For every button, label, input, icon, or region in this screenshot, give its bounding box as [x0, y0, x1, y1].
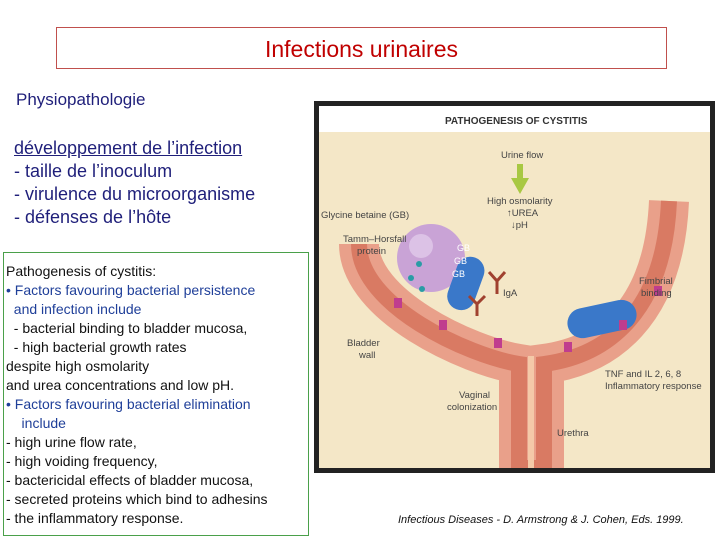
- cystitis-figure: PATHOGENESIS OF CYSTITIS GB GB GB: [319, 106, 710, 488]
- figure-title-bar: [319, 106, 710, 132]
- development-item: - virulence du microorganisme: [14, 184, 256, 204]
- pathogenesis-line: • Factors favouring bacterial eliminatio…: [6, 396, 251, 412]
- svg-text:↓pH: ↓pH: [511, 220, 528, 231]
- pathogenesis-line: Pathogenesis of cystitis:: [6, 263, 157, 279]
- cystitis-diagram: PATHOGENESIS OF CYSTITIS GB GB GB: [319, 106, 710, 488]
- pathogenesis-line: despite high osmolarity: [6, 358, 150, 374]
- section-heading: Physiopathologie: [16, 90, 146, 109]
- svg-text:Fimbrial: Fimbrial: [639, 276, 673, 287]
- pathogenesis-line: - high voiding frequency,: [6, 453, 158, 469]
- svg-text:GB: GB: [452, 269, 465, 279]
- figure-title: PATHOGENESIS OF CYSTITIS: [445, 116, 588, 127]
- pathogenesis-line: • Factors favouring bacterial persistenc…: [6, 282, 256, 298]
- page-title: Infections urinaires: [264, 36, 459, 62]
- svg-text:colonization: colonization: [447, 402, 497, 413]
- pathogenesis-line: - secreted proteins which bind to adhesi…: [6, 491, 268, 507]
- svg-text:TNF and IL 2, 6, 8: TNF and IL 2, 6, 8: [605, 369, 681, 380]
- pathogenesis-line: - bactericidal effects of bladder mucosa…: [6, 472, 254, 488]
- development-heading: développement de l’infection: [14, 138, 243, 158]
- svg-text:Inflammatory response: Inflammatory response: [605, 381, 702, 392]
- development-item: - taille de l’inoculum: [14, 161, 173, 181]
- development-list: développement de l’infection - taille de…: [14, 137, 255, 229]
- svg-text:Tamm–Horsfall: Tamm–Horsfall: [343, 234, 406, 245]
- svg-text:binding: binding: [641, 288, 672, 299]
- iga-antibody: [487, 271, 507, 294]
- svg-text:wall: wall: [358, 350, 375, 361]
- pathogenesis-line: - bacterial binding to bladder mucosa,: [6, 320, 248, 336]
- pathogenesis-box: [3, 252, 309, 536]
- pathogenesis-line: and infection include: [6, 301, 142, 317]
- receptors: [394, 286, 662, 352]
- figure-caption: Infectious Diseases - D. Armstrong & J. …: [398, 514, 684, 526]
- svg-text:Glycine betaine (GB): Glycine betaine (GB): [321, 210, 409, 221]
- pathogenesis-line: - the inflammatory response.: [6, 510, 184, 526]
- svg-text:protein: protein: [357, 246, 386, 257]
- pathogenesis-line: - high urine flow rate,: [6, 434, 137, 450]
- pathogenesis-line: and urea concentrations and low pH.: [6, 377, 235, 393]
- svg-text:↑UREA: ↑UREA: [507, 208, 539, 219]
- svg-text:GB: GB: [454, 256, 467, 266]
- pathogenesis-line: - high bacterial growth rates: [6, 339, 187, 355]
- development-item: - défenses de l’hôte: [14, 207, 172, 227]
- svg-text:Urine flow: Urine flow: [501, 150, 543, 161]
- svg-text:GB: GB: [457, 243, 470, 253]
- svg-text:High osmolarity: High osmolarity: [487, 196, 553, 207]
- svg-text:Urethra: Urethra: [557, 428, 589, 439]
- bacterium: [447, 256, 485, 311]
- pathogenesis-line: include: [6, 415, 66, 431]
- svg-text:Vaginal: Vaginal: [459, 390, 490, 401]
- urine-flow-arrow: [511, 164, 529, 194]
- svg-text:Bladder: Bladder: [347, 338, 380, 349]
- svg-text:IgA: IgA: [503, 288, 518, 299]
- pathogenesis-text: Pathogenesis of cystitis: • Factors favou…: [6, 262, 306, 528]
- title-box: Infections urinaires: [56, 27, 667, 69]
